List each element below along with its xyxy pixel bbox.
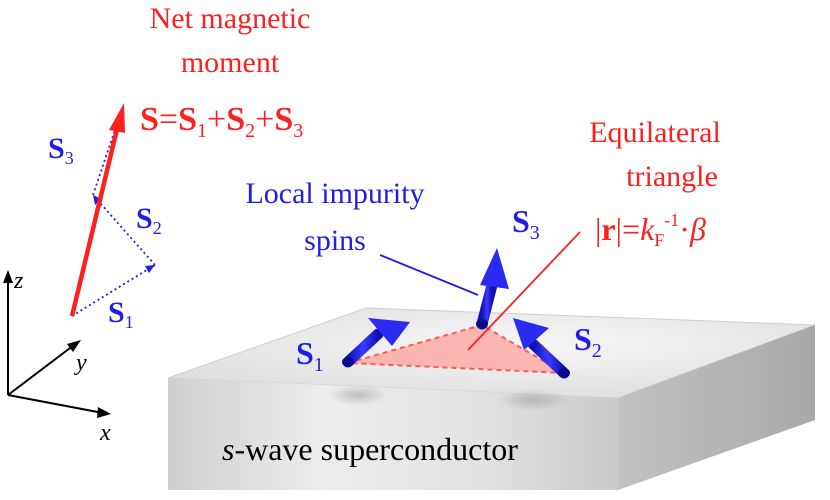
axis-label-y: y xyxy=(74,350,87,376)
triangle-label-line2: triangle xyxy=(626,160,718,193)
vector-net-arrowhead xyxy=(109,103,125,133)
slab-side-face xyxy=(618,325,815,490)
local-spins-line2: spins xyxy=(304,224,366,257)
pointer-line-blue xyxy=(379,254,479,296)
axis-label-x: x xyxy=(99,420,111,446)
spin-arrow-s3 xyxy=(476,248,509,330)
net-moment-formula: S=S1+S2+S3 xyxy=(140,101,303,142)
spin-shadow xyxy=(499,389,567,411)
superconductor-label: s-wave superconductor xyxy=(222,431,518,467)
spin-arrow-s2 xyxy=(513,318,570,379)
vector-addition-diagram xyxy=(69,103,156,317)
spin-label-s2: S2 xyxy=(574,321,602,362)
local-spins-line1: Local impurity xyxy=(245,177,424,210)
vector-label-s1: S1 xyxy=(108,296,134,332)
vector-s1 xyxy=(71,264,156,317)
vector-s2 xyxy=(92,194,156,266)
spin-shadow xyxy=(328,385,388,405)
spin-arrow-s1 xyxy=(342,318,410,368)
distance-formula: |r|=kF-1·β xyxy=(595,210,706,250)
coordinate-axes xyxy=(3,270,111,418)
vector-net-s xyxy=(69,124,121,317)
net-moment-line1: Net magnetic xyxy=(150,2,311,35)
pointer-line-red xyxy=(467,231,581,351)
spin-label-s1: S1 xyxy=(296,335,324,376)
spin-label-s3: S3 xyxy=(512,203,540,244)
vector-label-s2: S2 xyxy=(136,202,162,238)
net-moment-line2: moment xyxy=(181,46,280,79)
vector-label-s3: S3 xyxy=(48,132,74,168)
axis-label-z: z xyxy=(13,268,24,294)
equilateral-triangle xyxy=(347,323,565,374)
triangle-label-line1: Equilateral xyxy=(589,116,721,149)
